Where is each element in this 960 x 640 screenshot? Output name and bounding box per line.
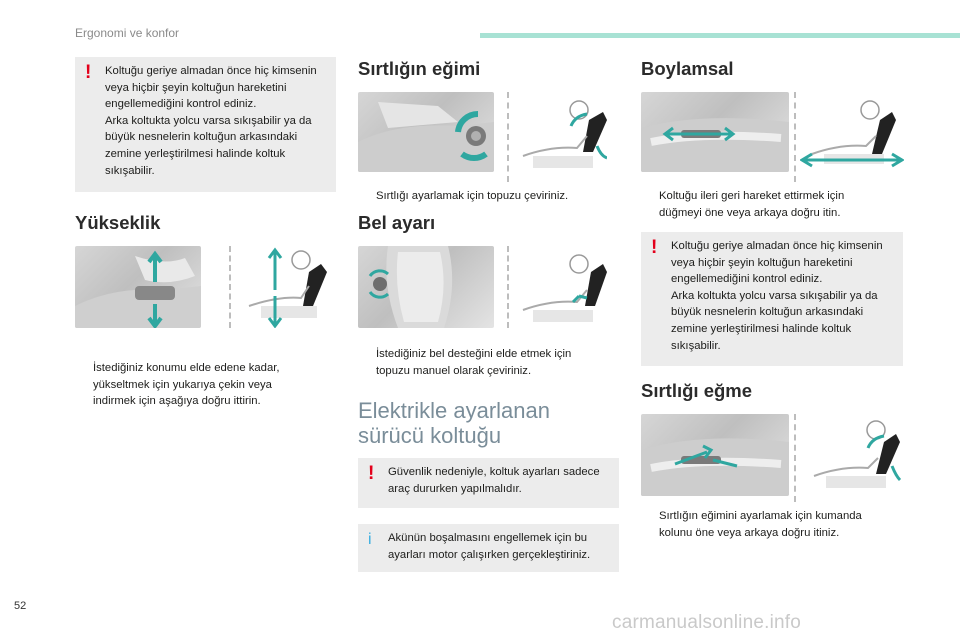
warning-icon: !	[368, 463, 375, 484]
title-line: Elektrikle ayarlanan	[358, 398, 550, 423]
bullet-sirtlik-egimi: Sırtlığı ayarlamak için topuzu çeviriniz…	[358, 188, 618, 205]
header-accent-bar	[480, 33, 960, 38]
warning-line: Koltuğu geriye almadan önce hiç kimsenin	[671, 240, 883, 252]
warning-line: engellemediğini kontrol ediniz.	[671, 273, 823, 286]
bullet-boylamsal: Koltuğu ileri geri hareket ettirmek için…	[641, 188, 903, 221]
watermark: carmanualsonline.info	[612, 612, 802, 633]
section-title-elektrikli: Elektrikle ayarlanan sürücü koltuğu	[358, 398, 550, 448]
backrest-switch-photo	[641, 414, 789, 496]
warning-box-rear-passenger: ! Koltuğu geriye almadan önce hiç kimsen…	[75, 57, 336, 192]
warning-line: Koltuğu geriye almadan önce hiç kimsenin	[105, 65, 317, 77]
warning-line: araç dururken yapılmalıdır.	[388, 482, 522, 495]
seat-height-diagram	[239, 246, 335, 328]
bullet-line: İstediğiniz bel desteğini elde etmek içi…	[376, 348, 572, 360]
running-header: Ergonomi ve konfor	[75, 26, 180, 40]
bullet-line: yükseltmek için yukarıya çekin veya	[93, 378, 272, 391]
warning-box-safety: ! Güvenlik nedeniyle, koltuk ayarları sa…	[358, 458, 619, 508]
backrest-knob-photo	[358, 92, 494, 172]
bullet-line: Sırtlığı ayarlamak için topuzu çeviriniz…	[376, 190, 569, 202]
warning-line: sıkışabilir.	[105, 164, 155, 177]
info-line: ayarları motor çalışırken gerçekleştirin…	[388, 548, 591, 561]
section-title-yukseklik: Yükseklik	[75, 212, 161, 233]
lumbar-knob-photo	[358, 246, 494, 328]
longitudinal-switch-photo	[641, 92, 789, 172]
warning-icon: !	[85, 62, 92, 83]
bullet-line: kolunu öne veya arkaya doğru itiniz.	[659, 526, 840, 539]
figure-divider	[794, 92, 796, 182]
warning-line: zemine yerleştirilmesi halinde koltuk	[105, 147, 286, 160]
longitudinal-diagram	[800, 96, 904, 174]
bullet-bel-ayari: İstediğiniz bel desteğini elde etmek içi…	[358, 346, 618, 379]
figure-divider	[794, 414, 796, 502]
warning-line: büyük nesnelerin koltuğun arkasındaki	[671, 306, 864, 319]
bullet-line: İstediğiniz konumu elde edene kadar,	[93, 362, 280, 374]
bullet-line: Koltuğu ileri geri hareket ettirmek için	[659, 190, 845, 202]
title-line: sürücü koltuğu	[358, 423, 502, 448]
warning-icon: !	[651, 237, 658, 258]
seat-height-lever-photo	[75, 246, 201, 328]
bullet-line: indirmek için aşağıya doğru ittirin.	[93, 395, 261, 408]
lumbar-diagram	[517, 250, 607, 328]
warning-line: büyük nesnelerin koltuğun arkasındaki	[105, 131, 298, 144]
bullet-yukseklik: İstediğiniz konumu elde edene kadar, yük…	[75, 360, 335, 410]
figure-divider	[507, 246, 509, 328]
bullet-line: topuzu manuel olarak çeviriniz.	[376, 364, 532, 377]
page-number: 52	[14, 600, 27, 612]
warning-line: engellemediğini kontrol ediniz.	[105, 98, 257, 111]
figure-divider	[507, 92, 509, 182]
figure-divider	[229, 246, 231, 328]
warning-line: sıkışabilir.	[671, 339, 721, 352]
info-line: Akünün boşalmasını engellemek için bu	[388, 532, 588, 544]
info-icon: i	[368, 531, 372, 548]
section-title-sirtlik-egimi: Sırtlığın eğimi	[358, 58, 481, 79]
bullet-line: Sırtlığın eğimini ayarlamak için kumanda	[659, 510, 862, 522]
backrest-recline-diagram	[806, 416, 902, 496]
bullet-line: düğmeyi öne veya arkaya doğru itin.	[659, 206, 841, 219]
warning-box-rear-passenger-2: ! Koltuğu geriye almadan önce hiç kimsen…	[641, 232, 903, 366]
warning-line: Arka koltukta yolcu varsa sıkışabilir ya…	[105, 114, 312, 127]
warning-line: zemine yerleştirilmesi halinde koltuk	[671, 322, 852, 335]
warning-line: veya hiçbir şeyin koltuğun hareketini	[671, 256, 853, 269]
section-title-sirtligi-egme: Sırtlığı eğme	[641, 380, 753, 401]
backrest-tilt-diagram	[517, 96, 607, 174]
warning-line: veya hiçbir şeyin koltuğun hareketini	[105, 81, 287, 94]
section-title-bel-ayari: Bel ayarı	[358, 212, 436, 233]
warning-line: Güvenlik nedeniyle, koltuk ayarları sade…	[388, 466, 600, 478]
warning-line: Arka koltukta yolcu varsa sıkışabilir ya…	[671, 289, 878, 302]
section-title-boylamsal: Boylamsal	[641, 58, 734, 79]
info-box-battery: i Akünün boşalmasını engellemek için bu …	[358, 524, 619, 572]
bullet-sirtligi-egme: Sırtlığın eğimini ayarlamak için kumanda…	[641, 508, 903, 541]
